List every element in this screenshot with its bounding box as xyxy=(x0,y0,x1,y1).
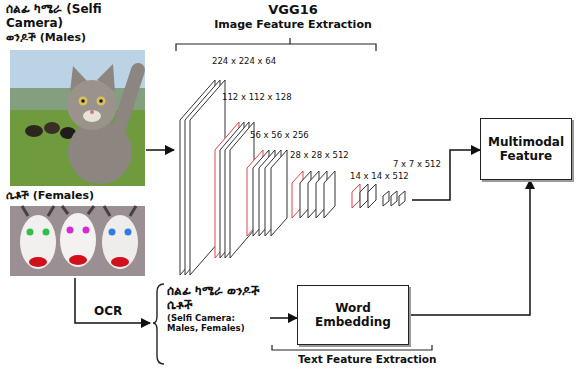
illustration-part xyxy=(116,70,138,138)
illustration-part xyxy=(20,215,56,269)
illustration-part xyxy=(69,255,87,265)
node-text: (Selfi Camera: Males, Females) xyxy=(167,313,266,333)
layer-slab xyxy=(368,184,376,208)
edge-label: OCR xyxy=(92,304,124,318)
node-heading: Word Embedding xyxy=(304,301,402,330)
process-box: Word Embedding xyxy=(297,285,409,345)
illustration-part xyxy=(67,80,117,130)
node-heading: ሰልፊ ካሜራ (Selfi Camera) xyxy=(6,2,144,31)
network-block: VGG16Image Feature Extraction xyxy=(174,0,412,282)
illustration-part xyxy=(125,229,132,236)
illustration-part xyxy=(67,227,74,234)
node-heading: Multimodal Feature xyxy=(487,135,565,164)
layer-slab xyxy=(391,191,397,206)
illustration-part xyxy=(102,215,138,269)
process-box: Multimodal Feature xyxy=(480,118,572,180)
curly-brace xyxy=(153,284,164,364)
goats-photo xyxy=(10,206,145,276)
illustration-part xyxy=(99,99,103,103)
dimension-label: 7 x 7 x 512 xyxy=(393,159,441,169)
dimension-label: 56 x 56 x 256 xyxy=(250,130,309,140)
illustration-part xyxy=(83,110,101,122)
illustration-part xyxy=(27,229,34,236)
illustration-part xyxy=(10,206,145,276)
illustration-part xyxy=(97,97,106,106)
illustration-part xyxy=(83,227,90,234)
illustration-part xyxy=(109,229,116,236)
layer-slab xyxy=(324,171,335,218)
illustration-part xyxy=(81,99,85,103)
illustration-part xyxy=(79,97,88,106)
arrow-connector xyxy=(409,180,530,315)
illustration-part xyxy=(43,229,50,236)
layer-slab xyxy=(383,191,389,206)
illustration-part xyxy=(10,50,145,186)
image-panel: ሴቶች (Females) xyxy=(4,188,146,278)
illustration-part xyxy=(111,257,129,267)
arrow-connector xyxy=(270,317,297,319)
node-heading: ሴቶች (Females) xyxy=(6,189,144,202)
arrow-connector xyxy=(75,278,150,323)
dimension-label: 112 x 112 x 128 xyxy=(222,92,292,102)
image-panel: ሰልፊ ካሜራ (Selfi Camera)ወንዶች (Males) xyxy=(4,2,146,188)
node-heading: VGG16 xyxy=(174,2,412,18)
node-text: Image Feature Extraction xyxy=(174,18,412,31)
illustration-part xyxy=(25,125,43,137)
feature-bracket xyxy=(272,345,432,350)
node-heading: ሰልፊ ካሜራ ወንዶች ሴቶች xyxy=(167,284,266,313)
illustration-part xyxy=(90,110,94,114)
layer-slab xyxy=(352,184,360,208)
illustration-part xyxy=(29,257,47,267)
section-label: Text Feature Extraction xyxy=(298,353,437,365)
feature-bracket xyxy=(176,38,376,51)
illustration-part xyxy=(60,213,96,267)
arrow-connector xyxy=(412,150,480,200)
layer-slab xyxy=(360,184,368,208)
node-text: ወንዶች (Males) xyxy=(6,31,144,44)
cat-photo xyxy=(10,50,145,186)
arrow-connector xyxy=(146,149,174,151)
illustration-part xyxy=(44,122,60,134)
layer-slab xyxy=(271,150,287,236)
ocr-text-block: ሰልፊ ካሜራ ወንዶች ሴቶች(Selfi Camera: Males, Fe… xyxy=(150,282,270,366)
dimension-label: 28 x 28 x 512 xyxy=(290,150,349,160)
dimension-label: 224 x 224 x 64 xyxy=(212,56,276,66)
dimension-label: 14 x 14 x 512 xyxy=(350,171,409,181)
layer-slab xyxy=(399,191,405,206)
